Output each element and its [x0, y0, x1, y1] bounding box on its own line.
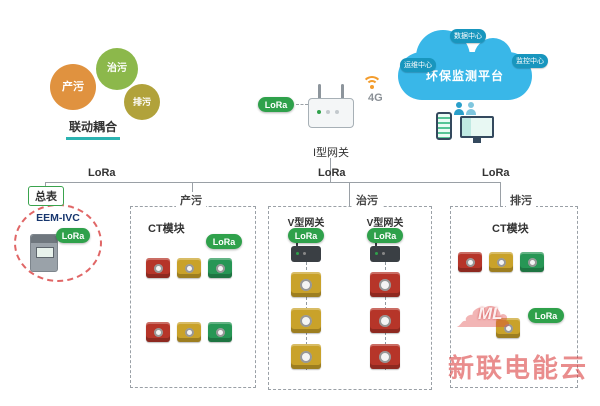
drop-zone3 — [500, 182, 501, 206]
ct-module-row — [146, 258, 232, 278]
gear-label: 排污 — [132, 96, 151, 107]
ct-module-yellow — [291, 272, 321, 297]
vgateway-label-left: V型网关 — [287, 218, 325, 229]
gear-treatment-pollution: 治污 — [96, 48, 138, 90]
gear-label: 产污 — [62, 80, 84, 93]
lora-badge-zone1: LoRa — [206, 234, 242, 249]
ct-module-red — [146, 322, 170, 342]
bus-line — [45, 182, 500, 183]
signal-4g-label: 4G — [368, 92, 383, 104]
lora-badge-zone3: LoRa — [528, 308, 564, 323]
bus-lora-left: LoRa — [88, 167, 116, 179]
smartphone-icon — [436, 112, 452, 140]
gear-caption: 联动耦合 — [66, 118, 121, 140]
antenna-icon — [341, 84, 344, 100]
ct-module-red — [370, 344, 400, 369]
gear-label: 治污 — [107, 63, 127, 74]
monitor-icon — [460, 116, 494, 143]
energy-meter-icon — [30, 234, 58, 272]
ct-module-yellow — [489, 252, 513, 272]
ct-module-red — [146, 258, 170, 278]
zone-paiwu-title: 排污 — [506, 192, 536, 208]
ct-module-green — [520, 252, 544, 272]
ct-module-green — [208, 322, 232, 342]
router-body — [308, 98, 354, 128]
vgateway-label-right: V型网关 — [366, 218, 404, 229]
ct-module-red — [458, 252, 482, 272]
zone-paiwu-module-label: CT模块 — [492, 223, 529, 235]
antenna-icon — [318, 84, 321, 100]
bubble-monitor-center: 监控中心 — [512, 54, 548, 68]
zone-zhiwu-box — [268, 206, 432, 390]
dashed-connector — [296, 104, 308, 105]
zone-chanwu-module-label: CT模块 — [148, 223, 185, 235]
vgateway-device-left — [291, 238, 321, 262]
wifi-signal-icon — [362, 76, 384, 92]
lora-badge-meter: LoRa — [56, 228, 90, 243]
router-icon — [308, 84, 354, 130]
ct-module-stack-left — [291, 272, 321, 369]
zone-zhiwu-title: 治污 — [352, 192, 382, 208]
lora-badge-vgw-left: LoRa — [288, 228, 324, 243]
bus-lora-right: LoRa — [482, 167, 510, 179]
bubble-data-center: 数据中心 — [450, 29, 486, 43]
ct-module-yellow — [177, 258, 201, 278]
ct-module-red — [370, 308, 400, 333]
bubble-ops-center: 运维中心 — [400, 58, 436, 72]
ct-module-yellow — [291, 308, 321, 333]
ct-module-row — [146, 322, 232, 342]
ct-module-green — [208, 258, 232, 278]
drop-zone2 — [349, 182, 350, 206]
zone-chanwu-title: 产污 — [176, 192, 206, 208]
main-meter-model: EEM-IVC — [36, 212, 80, 224]
bus-lora-middle: LoRa — [318, 167, 346, 179]
ct-module-row — [496, 318, 520, 338]
ct-module-yellow — [177, 322, 201, 342]
gateway-label: I型网关 — [312, 147, 350, 159]
ct-module-stack-right — [370, 272, 400, 369]
gateway-drop-line — [330, 158, 331, 182]
gear-discharge-pollution: 排污 — [124, 84, 160, 120]
lora-badge-vgw-right: LoRa — [367, 228, 403, 243]
ct-module-yellow — [496, 318, 520, 338]
cloud-platform: 环保监测平台 — [398, 30, 532, 100]
users-icon — [452, 102, 480, 116]
drop-meter — [45, 182, 46, 188]
ct-module-red — [370, 272, 400, 297]
ct-module-row — [458, 252, 544, 272]
gear-production-pollution: 产污 — [50, 64, 96, 110]
ct-module-yellow — [291, 344, 321, 369]
lora-badge-gateway: LoRa — [258, 97, 294, 112]
main-meter-tag: 总表 — [28, 186, 64, 206]
cloud-platform-label: 环保监测平台 — [425, 69, 504, 83]
vgateway-device-right — [370, 238, 400, 262]
